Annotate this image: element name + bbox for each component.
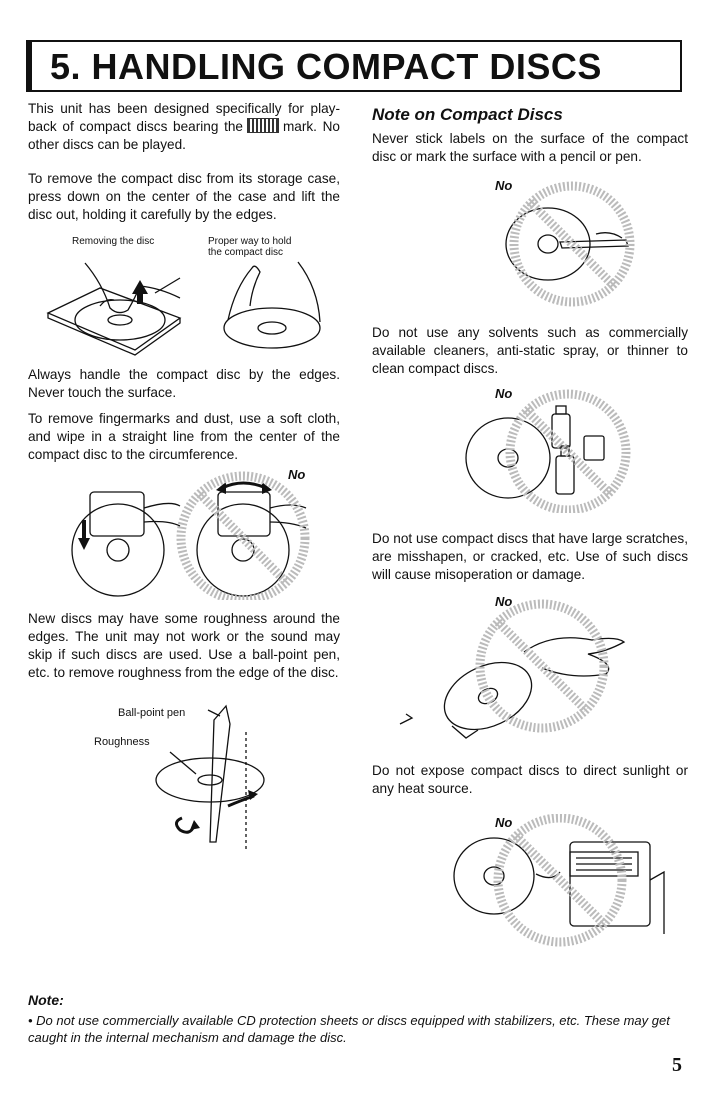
no-label-damaged: No [495, 594, 513, 609]
caption-ball-point-pen: Ball-point pen [118, 707, 186, 719]
page-number: 5 [672, 1054, 682, 1076]
no-label-wiping: No [288, 467, 306, 482]
section-title-box: 5. HANDLING COMPACT DISCS [26, 40, 682, 92]
no-labels-svg [505, 181, 635, 307]
handle-edges-paragraph: Always handle the compact disc by the ed… [28, 367, 340, 400]
no-label-labels: No [495, 178, 513, 193]
disc-removal-svg [46, 261, 321, 356]
caption-roughness: Roughness [94, 736, 150, 748]
intro-text-start: This unit has been designed specifically… [28, 101, 340, 134]
cleaning-paragraph: To remove fingermarks and dust, use a so… [28, 411, 340, 462]
labels-paragraph: Never stick labels on the surface of the… [372, 131, 688, 164]
pen-deburr-svg [155, 704, 265, 852]
no-solvents-svg [465, 389, 631, 513]
heat-source-illustration [440, 814, 680, 954]
note-text: • Do not use commercially available CD p… [28, 1013, 670, 1045]
sunlight-paragraph: Do not expose compact discs to direct su… [372, 763, 688, 796]
no-label-heat: No [495, 815, 513, 830]
intro-paragraph: This unit has been designed specifically… [28, 100, 340, 154]
roughness-paragraph: New discs may have some roughness around… [28, 611, 340, 680]
heat-source-svg [453, 814, 665, 947]
wiping-svg [71, 471, 310, 600]
removal-paragraph: To remove the compact disc from its stor… [28, 171, 340, 222]
damaged-disc-illustration [392, 596, 652, 751]
intro-text-end: mark. No other discs can be played. [28, 119, 340, 152]
no-label-solvents: No [495, 386, 513, 401]
page-title: 5. HANDLING COMPACT DISCS [50, 46, 602, 87]
scratches-paragraph: Do not use compact discs that have large… [372, 531, 688, 582]
no-labels-illustration [500, 180, 650, 310]
note-heading: Note on Compact Discs [372, 105, 563, 124]
compact-disc-logo-icon [246, 118, 279, 133]
pen-deburr-illustration [150, 702, 270, 862]
removing-disc-illustration [40, 258, 340, 358]
solvents-paragraph: Do not use any solvents such as commerci… [372, 325, 688, 376]
damaged-disc-svg [399, 599, 626, 739]
caption-removing-disc: Removing the disc [72, 236, 155, 247]
no-solvents-illustration [448, 388, 648, 513]
caption-proper-hold: Proper way to hold the compact disc [208, 236, 292, 258]
wiping-illustration [60, 470, 320, 600]
note-title: Note: [28, 992, 64, 1008]
